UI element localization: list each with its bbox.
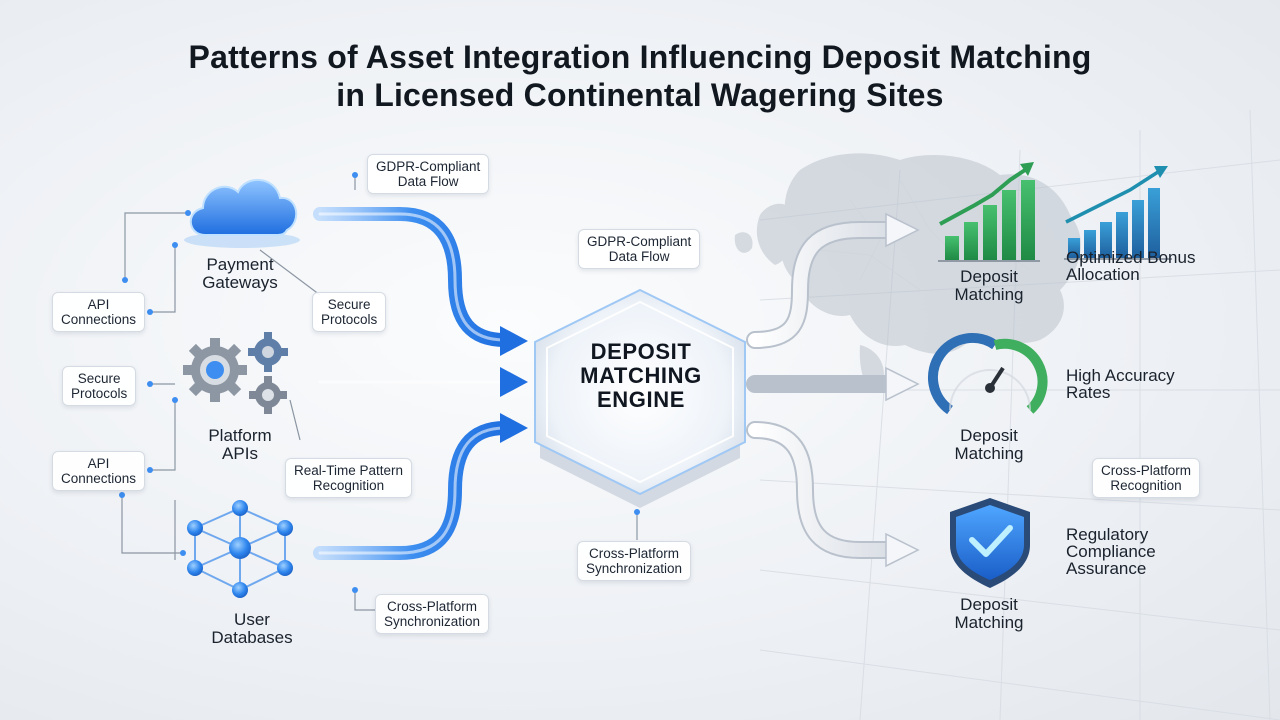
tag-text: Cross-Platform [387, 599, 478, 614]
tag-text: Recognition [1110, 478, 1182, 493]
tag-api-connections-top: API Connections [52, 292, 146, 332]
engine-label: DEPOSIT MATCHING ENGINE [548, 340, 734, 412]
output-label-text: Matching [954, 444, 1024, 463]
output-side-text: Regulatory [1066, 525, 1149, 544]
output-top-label: Deposit Matching [909, 268, 1069, 304]
output-arrowhead-middle [885, 366, 920, 402]
payment-label-2: Gateways [202, 273, 278, 292]
tag-text: Secure [327, 297, 371, 312]
output-arrowhead-top [885, 212, 920, 248]
output-label-text: Deposit [960, 267, 1018, 286]
tag-text: Synchronization [586, 561, 683, 576]
input-flow-bottom [313, 421, 512, 560]
source-platform-apis: Platform APIs [160, 427, 320, 463]
gears-icon [183, 332, 288, 414]
growth-bar-chart-icon [938, 162, 1040, 262]
tag-text: GDPR-Compliant [587, 234, 692, 249]
output-bottom-label: Deposit Matching [909, 596, 1069, 632]
output-flow-bottom [746, 421, 899, 559]
shield-check-icon [950, 498, 1030, 588]
tag-api-connections-bottom: API Connections [52, 451, 146, 491]
output-label-text: Matching [954, 285, 1024, 304]
output-flow-top [746, 221, 899, 349]
input-arrowhead-top [500, 326, 528, 356]
payment-label-1: Payment [206, 255, 274, 274]
tag-text: API [87, 297, 110, 312]
gauge-icon [928, 333, 1048, 415]
input-arrowhead-middle [500, 367, 528, 397]
userdb-label-1: User [234, 610, 270, 629]
output-side-text: High Accuracy [1066, 366, 1175, 385]
tag-realtime-pattern: Real-Time Pattern Recognition [285, 458, 413, 498]
tag-text: Synchronization [384, 614, 481, 629]
output-side-text: Optimized Bonus [1066, 248, 1196, 267]
tag-text: Connections [61, 312, 137, 327]
tag-secure-protocols-right: Secure Protocols [312, 292, 387, 332]
platform-label-1: Platform [208, 426, 272, 445]
platform-label-2: APIs [222, 444, 258, 463]
input-flow-top [313, 207, 512, 347]
engine-line-2: MATCHING [580, 363, 702, 388]
output-label-text: Deposit [960, 426, 1018, 445]
trend-bar-chart-icon [1064, 166, 1172, 260]
engine-line-1: DEPOSIT [590, 339, 692, 364]
engine-line-3: ENGINE [597, 387, 685, 412]
cloud-icon [184, 178, 300, 248]
tag-text: Real-Time Pattern [294, 463, 404, 478]
tag-text: Data Flow [608, 249, 670, 264]
output-side-text: Rates [1066, 383, 1111, 402]
output-middle-label: Deposit Matching [909, 427, 1069, 463]
output-side-text: Compliance [1066, 542, 1156, 561]
output-label-text: Deposit [960, 595, 1018, 614]
title-line-1: Patterns of Asset Integration Influencin… [188, 39, 1092, 75]
source-user-databases: User Databases [172, 611, 332, 647]
title-line-2: in Licensed Continental Wagering Sites [336, 77, 944, 113]
output-side-text: Allocation [1066, 265, 1140, 284]
tag-text: API [87, 456, 110, 471]
input-arrowhead-bottom [500, 413, 528, 443]
tag-text: Data Flow [397, 174, 459, 189]
tag-secure-protocols-left: Secure Protocols [62, 366, 137, 406]
tag-gdpr-top: GDPR-Compliant Data Flow [367, 154, 490, 194]
output-bottom-side: Regulatory Compliance Assurance [1066, 526, 1156, 577]
output-middle-side: High Accuracy Rates [1066, 367, 1175, 401]
tag-text: Protocols [71, 386, 128, 401]
tag-gdpr-center: GDPR-Compliant Data Flow [578, 229, 701, 269]
output-side-text: Assurance [1066, 559, 1147, 578]
userdb-label-2: Databases [211, 628, 293, 647]
tag-text: Secure [77, 371, 121, 386]
tag-cross-platform-left: Cross-Platform Synchronization [375, 594, 490, 634]
tag-text: GDPR-Compliant [376, 159, 481, 174]
output-arrowhead-bottom [885, 532, 920, 568]
network-icon [187, 500, 293, 598]
tag-cross-platform-center: Cross-Platform Synchronization [577, 541, 692, 581]
tag-text: Protocols [321, 312, 378, 327]
tag-text: Connections [61, 471, 137, 486]
output-top-side: Optimized Bonus Allocation [1066, 249, 1195, 283]
source-payment-gateways: Payment Gateways [160, 256, 320, 292]
tag-cross-platform-right: Cross-Platform Recognition [1092, 458, 1201, 498]
tag-text: Cross-Platform [1101, 463, 1192, 478]
output-label-text: Matching [954, 613, 1024, 632]
tag-text: Recognition [312, 478, 385, 493]
tag-text: Cross-Platform [589, 546, 680, 561]
